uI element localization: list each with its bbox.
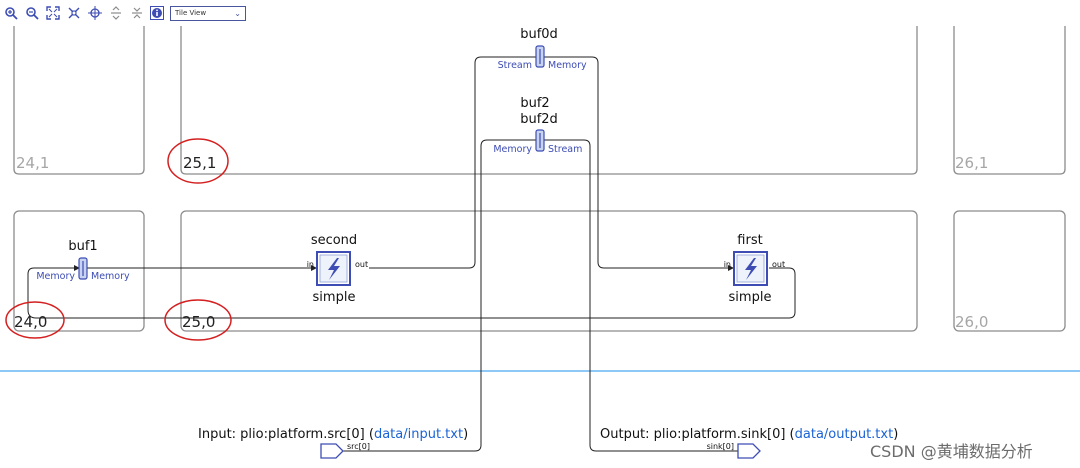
lightning-bolt-icon <box>328 258 340 280</box>
net-input-to-buf2[interactable] <box>330 139 536 452</box>
plio-input-label: Input: plio:platform.src[0] (data/input.… <box>198 427 468 442</box>
net-second-to-buf0d[interactable] <box>369 56 536 269</box>
toolbar: Tile View ⌄ <box>0 0 1080 26</box>
kernel-port-out: out <box>355 260 368 269</box>
tile-label-25-1: 25,1 <box>183 154 216 172</box>
net-first-to-buf1[interactable] <box>27 267 796 319</box>
plio-output[interactable]: Output: plio:platform.sink[0] (data/outp… <box>600 427 898 459</box>
tile-25-1 <box>180 26 918 175</box>
output-file-link: data/output.txt <box>795 427 894 442</box>
plio-output-port-icon <box>737 443 761 459</box>
plio-output-label: Output: plio:platform.sink[0] (data/outp… <box>600 427 898 442</box>
buffer-port-left: Memory <box>493 144 532 155</box>
center-icon[interactable] <box>88 6 102 20</box>
plio-output-port-label: sink[0] <box>707 442 734 451</box>
kernel-subtitle: simple <box>313 290 356 305</box>
chevron-down-icon: ⌄ <box>234 9 241 18</box>
view-mode-select[interactable]: Tile View ⌄ <box>170 6 246 21</box>
fit-selection-icon[interactable] <box>67 6 81 20</box>
plio-input-port-icon <box>320 443 344 459</box>
kernel-title: second <box>311 233 357 248</box>
buffer-title: buf1 <box>68 239 97 254</box>
lightning-bolt-icon <box>745 258 757 280</box>
kernel-title: first <box>737 233 762 248</box>
buffer-buf1[interactable]: buf1 Memory Memory <box>36 239 130 282</box>
tile-label-24-1: 24,1 <box>16 154 49 172</box>
buffer-port-left: Stream <box>498 60 532 71</box>
tile-26-0 <box>953 210 1066 332</box>
tile-24-0 <box>13 210 145 332</box>
arrowhead <box>311 265 317 271</box>
expand-icon[interactable] <box>109 6 123 20</box>
buffer-port-left: Memory <box>36 271 75 282</box>
view-mode-select-value: Tile View <box>175 9 207 17</box>
buffer-port-right: Stream <box>548 144 582 155</box>
tile-25-0 <box>180 210 918 332</box>
buffer-port-right: Memory <box>91 271 130 282</box>
tile-label-26-0: 26,0 <box>955 313 988 331</box>
tile-label-25-0: 25,0 <box>182 313 215 331</box>
net-buf2-to-output[interactable] <box>544 139 738 452</box>
net-buf0d-to-first[interactable] <box>544 56 734 269</box>
collapse-icon[interactable] <box>130 6 144 20</box>
tile-26-1 <box>953 26 1066 175</box>
kernel-second[interactable]: second in out simple <box>307 233 368 305</box>
kernel-first[interactable]: first in out simple <box>724 233 785 305</box>
tile-24-1 <box>13 26 145 175</box>
tile-label-24-0: 24,0 <box>14 313 47 331</box>
kernel-port-in: in <box>307 260 314 269</box>
arrowhead <box>728 265 734 271</box>
zoom-out-icon[interactable] <box>25 6 39 20</box>
input-file-link: data/input.txt <box>374 427 463 442</box>
fit-view-icon[interactable] <box>46 6 60 20</box>
info-icon[interactable] <box>150 6 164 20</box>
arrowhead <box>74 265 80 271</box>
watermark: CSDN @黄埔数据分析 <box>870 442 1033 461</box>
annotation-circle <box>164 299 232 341</box>
buffer-buf2[interactable]: buf2 buf2d Memory Stream <box>493 96 582 155</box>
plio-input[interactable]: Input: plio:platform.src[0] (data/input.… <box>198 427 468 459</box>
buffer-buf0d[interactable]: buf0d Stream Memory <box>498 27 587 71</box>
plio-input-port-label: src[0] <box>347 442 370 451</box>
annotation-circle <box>167 138 229 184</box>
kernel-port-out: out <box>772 260 785 269</box>
buffer-title: buf0d <box>520 27 558 42</box>
buffer-title: buf2 <box>520 96 549 111</box>
buffer-title-2: buf2d <box>520 112 558 127</box>
buffer-port-right: Memory <box>548 60 587 71</box>
annotation-circle <box>5 301 65 339</box>
kernel-port-in: in <box>724 260 731 269</box>
kernel-subtitle: simple <box>729 290 772 305</box>
zoom-in-icon[interactable] <box>4 6 18 20</box>
tile-label-26-1: 26,1 <box>955 154 988 172</box>
